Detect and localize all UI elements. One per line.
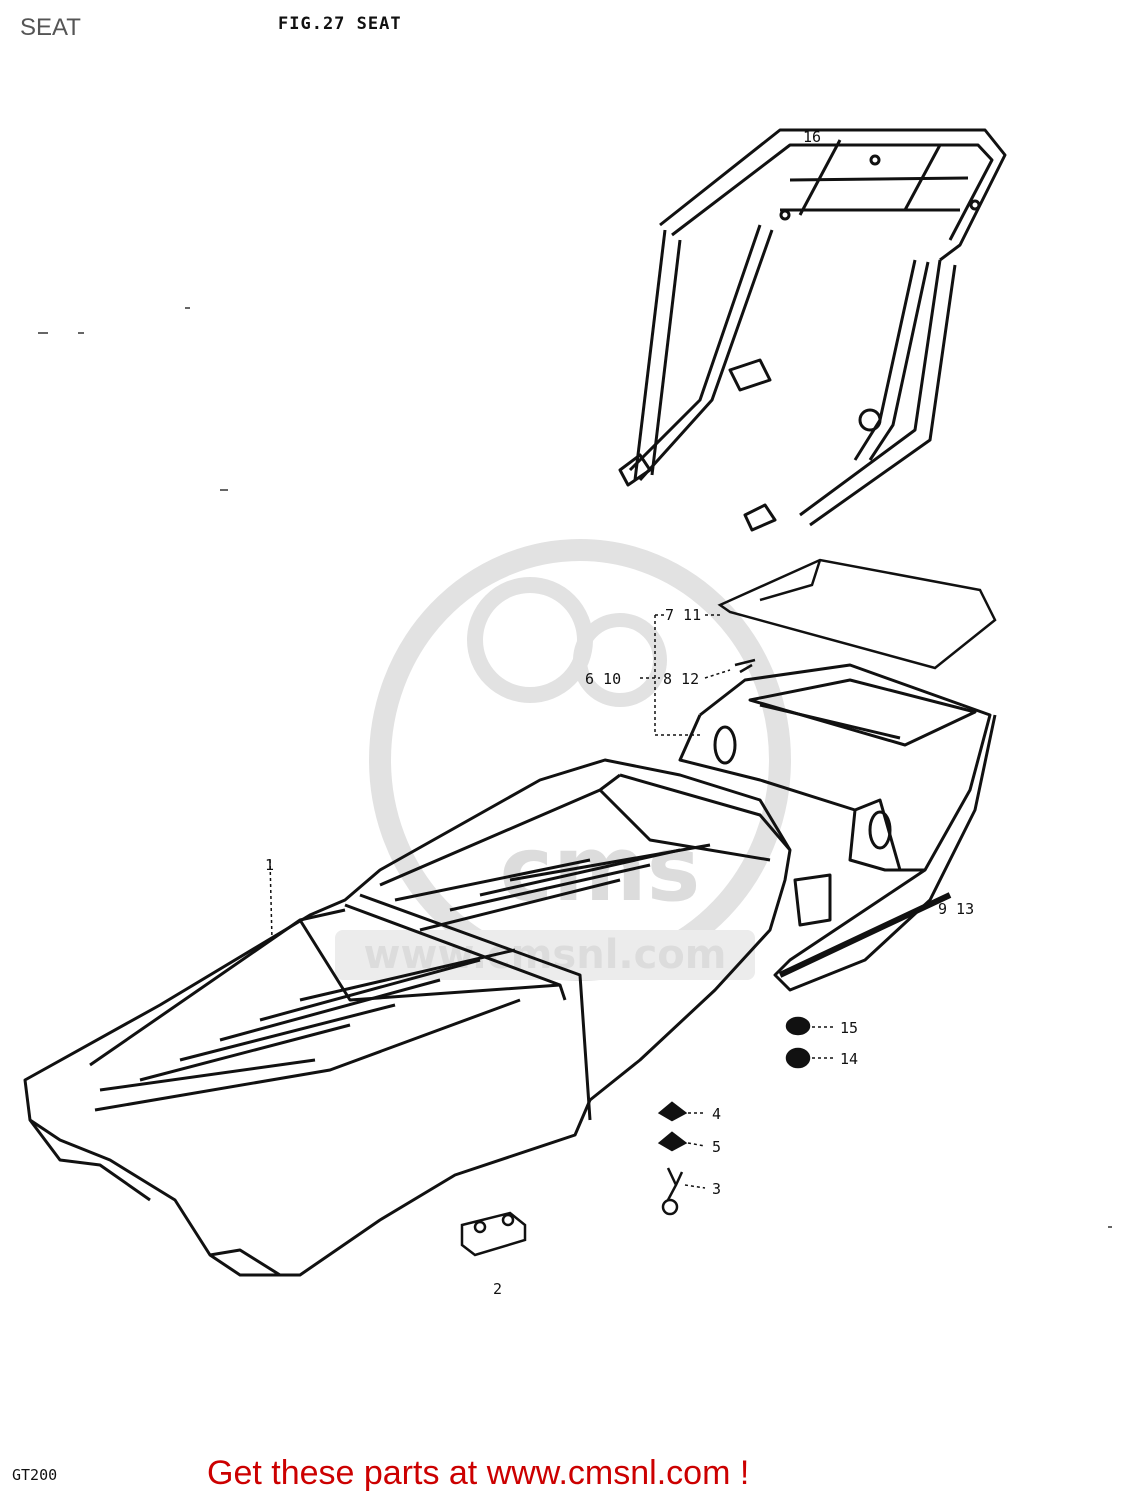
callout-8-12: 8 12	[663, 670, 699, 688]
callout-14: 14	[840, 1050, 858, 1068]
callout-16: 16	[803, 128, 821, 146]
leader-lines	[269, 614, 835, 1189]
parts-shop-link[interactable]: Get these parts at www.cmsnl.com !	[207, 1454, 750, 1492]
rear-carrier-part	[618, 128, 1007, 532]
callout-3: 3	[712, 1180, 721, 1198]
callout-2: 2	[493, 1280, 502, 1298]
tail-cowl-part	[678, 663, 997, 992]
seat-part	[23, 758, 792, 1277]
callout-7-11: 7 11	[665, 606, 701, 624]
callout-5: 5	[712, 1138, 721, 1156]
callout-1: 1	[265, 856, 274, 874]
callout-4: 4	[712, 1105, 721, 1123]
hardware-parts	[460, 658, 811, 1257]
figure-title: FIG.27 SEAT	[278, 14, 402, 34]
tail-lid-part	[717, 558, 997, 670]
callout-6-10: 6 10	[585, 670, 621, 688]
callout-15: 15	[840, 1019, 858, 1037]
callout-9-13: 9 13	[938, 900, 974, 918]
page-title: SEAT	[20, 14, 81, 41]
scan-marks	[38, 307, 1112, 1228]
model-code: GT200	[12, 1466, 58, 1484]
